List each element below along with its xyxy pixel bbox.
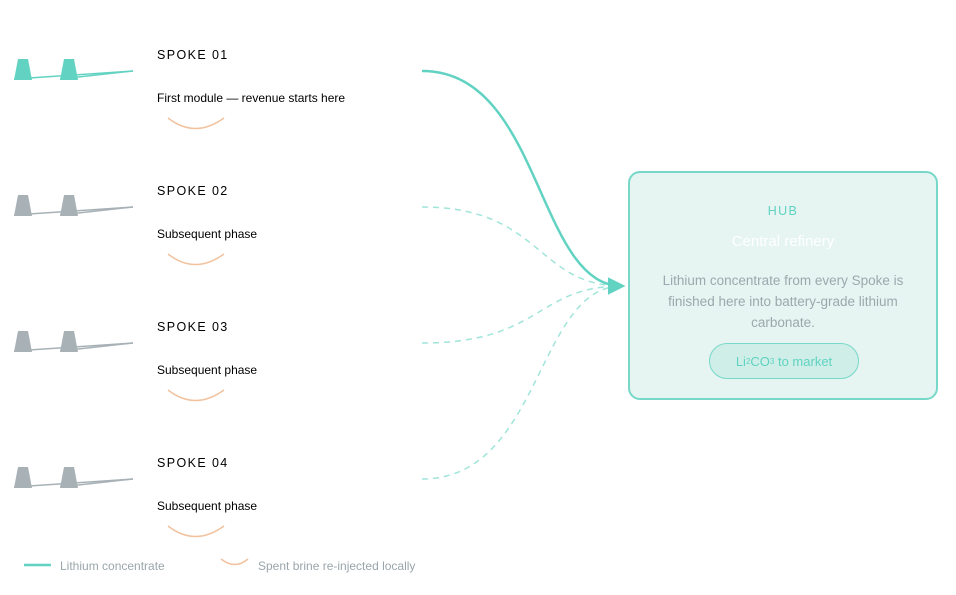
- well-collector-line: [13, 206, 134, 216]
- spoke-name: Modular DLE plant: [157, 69, 269, 84]
- concentrate-flow-planned: [421, 206, 623, 287]
- spoke-note: Subsequent phase: [157, 363, 258, 377]
- spoke-03-box: SPOKE 03 Modular DLE plant Subsequent ph…: [137, 301, 421, 386]
- spoke-tag: SPOKE 01: [157, 48, 229, 62]
- spoke-tag: SPOKE 03: [157, 320, 229, 334]
- product-suffix: to market: [774, 353, 833, 369]
- reinjection-arc-icon: [167, 117, 225, 130]
- spoke-note: Subsequent phase: [157, 227, 258, 241]
- concentrate-flow-planned: [421, 285, 623, 344]
- reinjection-arc-icon: [167, 253, 225, 266]
- well-collector-line: [59, 342, 134, 352]
- spoke-tag: SPOKE 02: [157, 184, 229, 198]
- brine-well-icon: [14, 59, 32, 80]
- product-sub1: 2: [745, 356, 751, 366]
- spoke-04-box: SPOKE 04 Modular DLE plant Subsequent ph…: [137, 437, 421, 522]
- well-collector-line: [59, 478, 134, 488]
- concentrate-flow-active: [421, 69, 626, 295]
- spoke-name: Modular DLE plant: [157, 341, 269, 356]
- hub-box: HUB Central refinery Lithium concentrate…: [628, 171, 938, 400]
- well-collector-line: [59, 70, 134, 80]
- legend-concentrate-label: Lithium concentrate: [60, 559, 165, 573]
- reinjection-arc-icon: [167, 389, 225, 402]
- spoke-name: Modular DLE plant: [157, 205, 269, 220]
- spoke-note: Subsequent phase: [157, 499, 258, 513]
- hub-description: Lithium concentrate from every Spoke is …: [662, 273, 904, 330]
- hub-title: Central refinery: [731, 233, 835, 250]
- product-mid: CO: [750, 353, 770, 369]
- legend-reinjection-label: Spent brine re-injected locally: [258, 559, 416, 573]
- brine-well-icon: [14, 195, 32, 216]
- product-sub2: 3: [769, 356, 775, 366]
- legend-reinjection-swatch: [220, 558, 249, 566]
- well-collector-line: [13, 478, 134, 488]
- brine-well-icon: [14, 467, 32, 488]
- hub-tag: HUB: [767, 204, 799, 218]
- reinjection-arc-icon: [167, 525, 225, 538]
- well-collector-line: [59, 206, 134, 216]
- well-collector-line: [13, 70, 134, 80]
- product-prefix: Li: [735, 353, 746, 369]
- spoke-01-box: SPOKE 01 Modular DLE plant First module …: [137, 29, 421, 114]
- spoke-note: First module — revenue starts here: [157, 91, 346, 105]
- spoke-name: Modular DLE plant: [157, 477, 269, 492]
- brine-well-icon: [14, 331, 32, 352]
- concentrate-flow-planned: [421, 285, 623, 480]
- spoke-02-box: SPOKE 02 Modular DLE plant Subsequent ph…: [137, 165, 421, 250]
- well-collector-line: [13, 342, 134, 352]
- spoke-tag: SPOKE 04: [157, 456, 229, 470]
